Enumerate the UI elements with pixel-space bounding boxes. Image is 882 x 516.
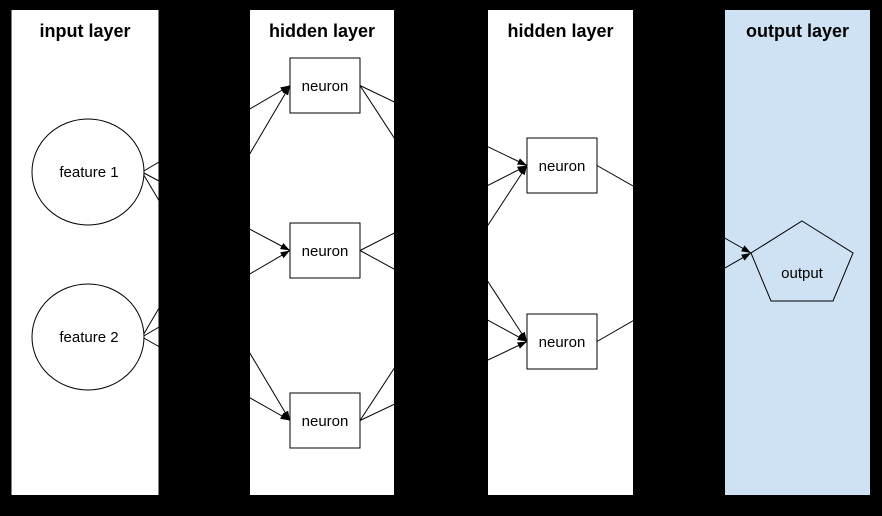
panel-input-layer (11, 10, 159, 495)
node-output (750, 220, 854, 302)
title-input-layer: input layer (39, 21, 130, 41)
edge-h1n3-h2n1 (359, 165, 528, 421)
label-hidden2-neuron1: neuron (539, 158, 586, 175)
edge-h1n1-h2n1 (359, 85, 528, 166)
edge-feature2-h1n3 (141, 336, 291, 421)
node-hidden1-neuron1 (289, 57, 361, 114)
edge-feature2-h1n2 (141, 250, 291, 338)
edge-h1n1-h2n2 (359, 85, 528, 342)
label-hidden1-neuron3: neuron (302, 413, 349, 430)
title-hidden-layer-1: hidden layer (269, 21, 375, 41)
label-hidden2-neuron2: neuron (539, 334, 586, 351)
title-output-layer: output layer (746, 21, 849, 41)
title-hidden-layer-2: hidden layer (507, 21, 613, 41)
edge-feature1-h1n1 (141, 85, 291, 173)
edge-h1n2-h2n1 (359, 165, 528, 251)
panel-hidden-layer-2 (488, 10, 633, 495)
edge-feature1-h1n3 (141, 171, 291, 421)
node-hidden2-neuron1 (526, 137, 598, 194)
edge-h2n2-output (596, 252, 752, 342)
label-output: output (781, 265, 824, 282)
node-hidden1-neuron2 (289, 222, 361, 279)
edge-feature2-h1n1 (141, 85, 291, 338)
label-hidden1-neuron2: neuron (302, 243, 349, 260)
label-feature-1: feature 1 (59, 164, 118, 181)
label-hidden1-neuron1: neuron (302, 78, 349, 95)
label-feature-2: feature 2 (59, 329, 118, 346)
node-hidden2-neuron2 (526, 313, 598, 370)
node-feature-2 (31, 283, 145, 391)
edge-h2n1-output (596, 165, 752, 254)
connection-edges (141, 85, 752, 421)
node-feature-1 (31, 118, 145, 226)
node-hidden1-neuron3 (289, 392, 361, 449)
edge-h1n3-h2n2 (359, 341, 528, 421)
edge-h1n2-h2n2 (359, 250, 528, 342)
